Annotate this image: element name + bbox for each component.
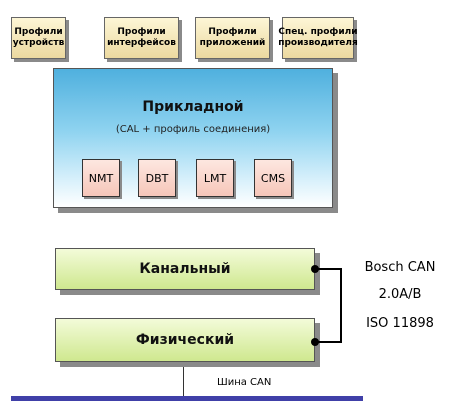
service-lmt: LMT [196,159,234,197]
service-cms-label: CMS [260,171,286,185]
service-nmt: NMT [82,159,120,197]
profile-manufacturer: Спец. профили производителя [278,17,358,59]
application-layer-title: Прикладной [142,99,244,115]
application-layer: Прикладной (CAL + профиль соединения) NM… [53,68,333,208]
service-dbt: DBT [138,159,176,197]
profile-manufacturer-label: Спец. профили производителя [278,27,358,48]
standard-version: 2.0A/B [378,287,422,302]
service-cms: CMS [254,159,292,197]
can-bus-line [11,396,363,401]
standard-bosch-can: Bosch CAN [364,260,436,275]
profile-devices: Профили устройств [11,17,66,59]
standard-iso: ISO 11898 [366,316,434,331]
service-dbt-label: DBT [145,171,169,185]
profile-applications-label: Профили приложений [199,27,266,48]
bus-label: Шина CAN [217,377,272,388]
physical-layer: Физический [55,318,315,362]
bus-stub [183,367,184,397]
service-lmt-label: LMT [203,171,227,185]
profile-applications: Профили приложений [195,17,270,59]
profile-devices-label: Профили устройств [12,27,65,48]
data-link-layer: Канальный [55,248,315,290]
physical-layer-label: Физический [135,332,235,348]
profile-interfaces-label: Профили интерфейсов [107,27,176,48]
data-link-layer-label: Канальный [139,261,231,277]
service-nmt-label: NMT [88,171,114,185]
profile-interfaces: Профили интерфейсов [104,17,179,59]
layer-connector [311,265,342,346]
application-layer-subtitle: (CAL + профиль соединения) [115,124,271,135]
